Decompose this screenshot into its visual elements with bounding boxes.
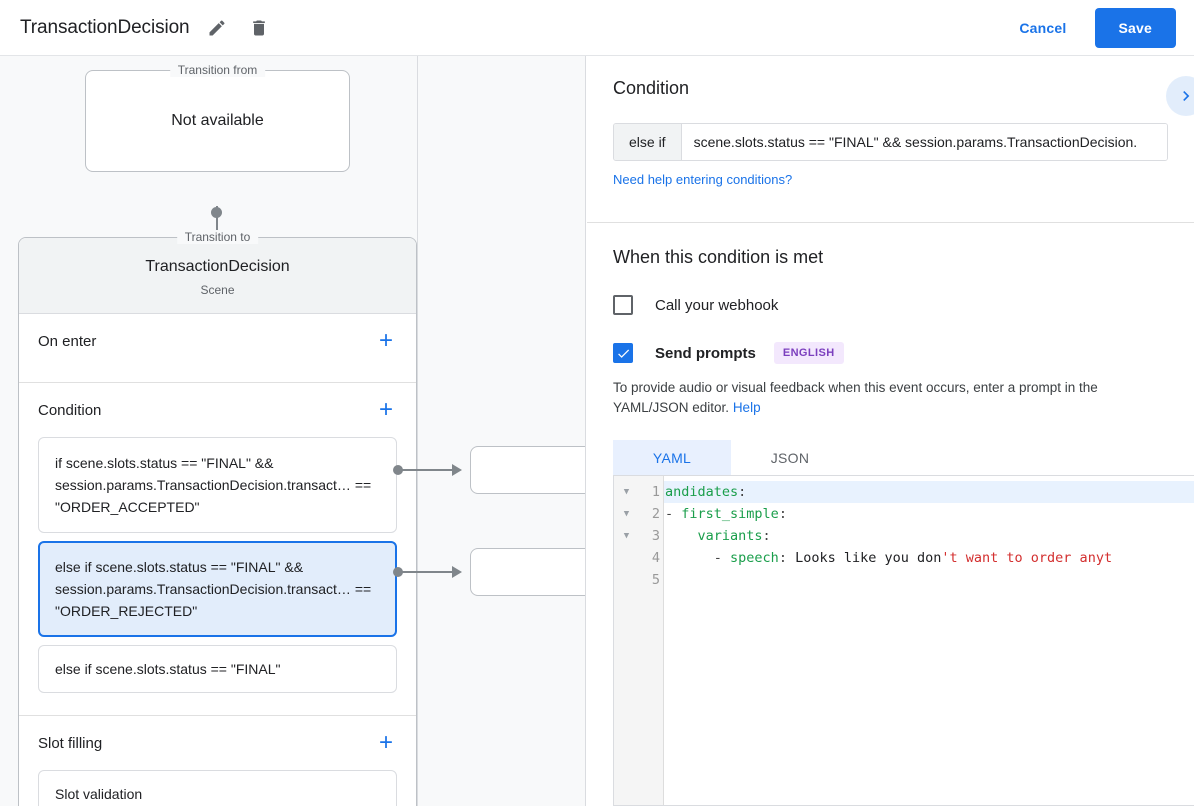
page-title: TransactionDecision [20, 16, 190, 38]
code-token: 't want to order anyt [941, 550, 1113, 566]
code-token [665, 528, 698, 544]
code-token: : [778, 506, 787, 522]
condition-item-selected[interactable]: else if scene.slots.status == "FINAL" &&… [38, 541, 397, 637]
editor-fold-column: ▼ ▼ ▼ [614, 476, 639, 805]
line-number: 2 [651, 506, 660, 522]
canvas-vertical-rail [417, 56, 418, 806]
help-link[interactable]: Help [732, 400, 761, 415]
need-help-conditions-link[interactable]: Need help entering conditions? [613, 172, 793, 187]
condition-expression-input[interactable] [681, 124, 1167, 160]
code-line[interactable]: - speech: Looks like you don't want to o… [664, 547, 1194, 569]
when-condition-met-title: When this condition is met [613, 247, 824, 267]
section-title-condition: Condition [38, 401, 102, 419]
panel-title: Condition [613, 78, 690, 98]
slot-validation-item[interactable]: Slot validation [38, 770, 397, 806]
condition-input-row: else if [613, 123, 1168, 161]
code-token: : [738, 484, 747, 500]
transition-to-legend: Transition to [176, 230, 259, 244]
top-app-bar: TransactionDecision Cancel Save [0, 0, 1194, 56]
trash-icon[interactable] [244, 13, 274, 43]
section-on-enter: On enter + [19, 314, 416, 383]
chevron-right-icon[interactable] [1166, 76, 1194, 116]
prompts-description-text: To provide audio or visual feedback when… [613, 380, 1098, 415]
code-token: Looks like you don [795, 550, 942, 566]
code-line[interactable] [664, 569, 1194, 591]
flow-canvas: Transition from Not available Transition… [0, 56, 586, 806]
fold-triangle-icon[interactable]: ▼ [623, 509, 630, 519]
code-token: andidates [665, 484, 739, 500]
transition-from-legend: Transition from [169, 63, 266, 77]
edge-line [400, 571, 456, 573]
fold-spacer [614, 547, 639, 569]
code-token: - [665, 506, 682, 522]
save-button[interactable]: Save [1094, 7, 1176, 48]
language-badge: ENGLISH [773, 342, 844, 364]
tab-json[interactable]: JSON [770, 450, 810, 466]
section-title-slot-filling: Slot filling [38, 734, 103, 752]
call-webhook-checkbox[interactable] [613, 295, 633, 315]
edge-arrow-icon [452, 566, 462, 578]
scene-type: Scene [200, 283, 235, 297]
scene-name: TransactionDecision [145, 258, 290, 275]
panel-divider [587, 222, 1194, 223]
edge-dot [393, 567, 403, 577]
plus-icon-on-enter[interactable]: + [378, 327, 393, 354]
section-header-slot-filling: Slot filling + [19, 716, 416, 770]
webhook-row: Call your webhook [613, 295, 1168, 315]
condition-prefix-label: else if [614, 124, 682, 160]
fold-triangle-icon[interactable]: ▼ [623, 531, 630, 541]
edge-dot [393, 465, 403, 475]
edge-arrow-icon [452, 464, 462, 476]
scene-header[interactable]: TransactionDecision Scene [19, 238, 416, 314]
target-node[interactable] [470, 548, 585, 596]
editor-code-area[interactable]: andidates:- first_simple: variants: - sp… [664, 476, 1194, 805]
code-token: first_simple [681, 506, 779, 522]
condition-item[interactable]: else if scene.slots.status == "FINAL" [38, 645, 397, 693]
code-line[interactable]: - first_simple: [664, 503, 1194, 525]
code-token: speech [730, 550, 779, 566]
code-token: : [762, 528, 771, 544]
transition-from-node[interactable]: Transition from Not available [85, 63, 350, 172]
fold-spacer [614, 569, 639, 591]
prompts-description: To provide audio or visual feedback when… [613, 378, 1168, 418]
pencil-icon[interactable] [202, 13, 232, 43]
cancel-button[interactable]: Cancel [1005, 12, 1080, 44]
section-header-on-enter: On enter + [19, 314, 416, 368]
edge-line [400, 469, 456, 471]
condition-item[interactable]: if scene.slots.status == "FINAL" && sess… [38, 437, 397, 533]
section-condition: Condition + if scene.slots.status == "FI… [19, 383, 416, 716]
fold-triangle-icon[interactable]: ▼ [623, 487, 630, 497]
line-number: 1 [651, 484, 660, 500]
target-node[interactable] [470, 446, 585, 494]
line-number: 4 [651, 550, 660, 566]
plus-icon-slot-filling[interactable]: + [378, 729, 393, 756]
editor-line-number-gutter: 1 2 3 4 5 [639, 476, 664, 805]
section-slot-filling: Slot filling + Slot validation [19, 716, 416, 806]
panel-condition-section: Condition else if Need help entering con… [587, 56, 1194, 222]
line-number: 5 [651, 572, 660, 588]
transition-from-value: Not available [171, 112, 264, 129]
send-prompts-label: Send prompts [655, 344, 756, 362]
code-token: : [778, 550, 796, 566]
call-webhook-label: Call your webhook [655, 296, 779, 314]
panel-when-met-section: When this condition is met Call your web… [587, 223, 1194, 476]
code-line[interactable]: variants: [664, 525, 1194, 547]
line-number: 3 [651, 528, 660, 544]
send-prompts-checkbox[interactable] [613, 343, 633, 363]
tab-yaml[interactable]: YAML [613, 440, 731, 476]
editor-format-tabs: YAML JSON [613, 440, 1168, 476]
section-header-condition: Condition + [19, 383, 416, 437]
section-title-on-enter: On enter [38, 332, 97, 350]
code-line[interactable]: andidates: [664, 481, 1194, 503]
code-token: - [665, 550, 731, 566]
code-token: variants [697, 528, 763, 544]
scene-card: Transition to TransactionDecision Scene … [18, 230, 417, 806]
send-prompts-row: Send prompts ENGLISH [613, 342, 1168, 364]
plus-icon-condition[interactable]: + [378, 396, 393, 423]
